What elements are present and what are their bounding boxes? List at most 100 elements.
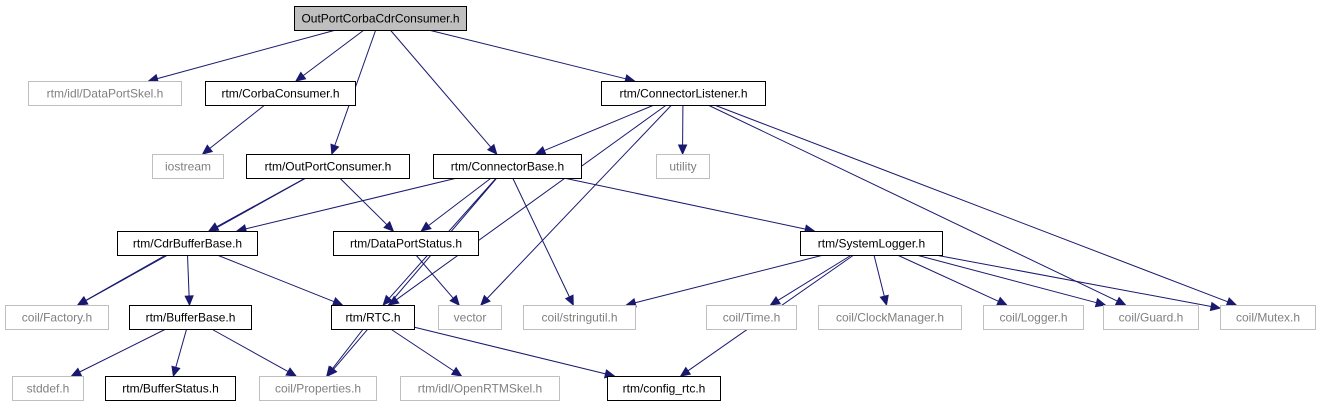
- node-mutex: coil/Mutex.h: [1220, 305, 1316, 330]
- edge-cdrbufferbase-to-factory: [76, 254, 167, 306]
- edge-arrowhead: [388, 295, 400, 306]
- node-dataportstatus[interactable]: rtm/DataPortStatus.h: [333, 231, 479, 256]
- edge-line: [544, 104, 655, 152]
- edge-line: [563, 177, 806, 230]
- node-vector: vector: [438, 305, 502, 330]
- edge-line: [331, 328, 364, 370]
- edge-connectorlistener-to-utility: [677, 104, 688, 156]
- node-label: rtm/idl/DataPortSkel.h: [47, 87, 164, 101]
- edge-connectorlistener-to-rtc: [388, 104, 667, 306]
- edge-arrowhead: [383, 220, 395, 232]
- edge-bufferbase-to-properties: [211, 328, 298, 377]
- node-label: iostream: [165, 160, 211, 174]
- edge-line: [245, 177, 458, 230]
- edge-arrowhead: [1094, 297, 1107, 308]
- edge-line: [389, 29, 492, 148]
- node-config_rtc[interactable]: rtm/config_rtc.h: [607, 376, 721, 401]
- edge-line: [390, 328, 455, 372]
- node-label: rtm/OutPortConsumer.h: [265, 160, 392, 174]
- edge-line: [85, 254, 167, 302]
- node-label: rtm/BufferStatus.h: [122, 382, 219, 396]
- node-cdrbufferbase[interactable]: rtm/CdrBufferBase.h: [117, 231, 258, 256]
- node-connectorbase[interactable]: rtm/ConnectorBase.h: [433, 154, 582, 179]
- edge-systemlogger-to-logger: [897, 254, 1008, 306]
- node-label: rtm/config_rtc.h: [623, 382, 706, 396]
- edge-connectorbase-to-stringutil: [512, 177, 574, 307]
- node-bufferstatus[interactable]: rtm/BufferStatus.h: [105, 376, 236, 401]
- edge-line: [897, 254, 999, 302]
- edge-arrowhead: [331, 296, 344, 306]
- node-rtc[interactable]: rtm/RTC.h: [331, 305, 415, 330]
- edge-arrowhead: [677, 144, 688, 156]
- edge-line: [415, 254, 454, 299]
- edge-systemlogger-to-stringutil: [625, 254, 824, 308]
- node-label: utility: [669, 160, 696, 174]
- node-label: coil/Time.h: [723, 311, 781, 325]
- node-label: rtm/ConnectorBase.h: [451, 160, 564, 174]
- node-connectorlistener[interactable]: rtm/ConnectorListener.h: [601, 81, 766, 106]
- edge-line: [211, 328, 289, 373]
- node-iostream: iostream: [152, 154, 224, 179]
- node-root[interactable]: OutPortCorbaCdrConsumer.h: [294, 6, 467, 31]
- node-label: coil/Guard.h: [1119, 311, 1184, 325]
- edge-outportconsumer-to-cdrbufferbase: [207, 177, 306, 232]
- node-box: [400, 376, 560, 401]
- edge-arrowhead: [295, 71, 307, 82]
- edge-line: [157, 29, 337, 80]
- edge-line: [428, 177, 492, 226]
- node-box: [294, 6, 467, 31]
- node-stringutil: coil/stringutil.h: [523, 305, 636, 330]
- edge-line: [714, 104, 1228, 303]
- edge-outportconsumer-to-dataportstatus: [339, 177, 395, 232]
- node-box: [818, 305, 962, 330]
- edge-line: [777, 254, 852, 301]
- edge-root-to-dataportskel: [147, 29, 337, 84]
- node-box: [1103, 305, 1199, 330]
- edge-rtc-to-openrtmskel: [390, 328, 463, 377]
- edge-systemlogger-to-clockmanager: [873, 254, 889, 307]
- edge-arrowhead: [76, 296, 89, 306]
- edge-line: [707, 104, 1118, 302]
- node-box: [129, 305, 252, 330]
- node-label: coil/stringutil.h: [541, 311, 617, 325]
- edge-root-to-connectorlistener: [428, 29, 636, 84]
- edge-arrowhead: [564, 294, 574, 307]
- node-box: [28, 81, 182, 106]
- edge-line: [339, 177, 388, 226]
- edge-rtc-to-properties: [326, 328, 364, 377]
- edge-arrowhead: [70, 367, 83, 377]
- edges-layer: [70, 29, 1238, 379]
- edge-arrowhead: [486, 143, 498, 155]
- edge-arrowhead: [330, 143, 340, 156]
- node-box: [438, 305, 502, 330]
- edge-arrowhead: [534, 146, 547, 155]
- edge-line: [873, 254, 885, 297]
- edge-arrowhead: [996, 296, 1008, 306]
- edge-rtc-to-config_rtc: [413, 326, 616, 379]
- edge-arrowhead: [382, 294, 394, 306]
- edge-connectorlistener-to-mutex: [714, 104, 1238, 307]
- node-label: rtm/RTC.h: [345, 311, 400, 325]
- node-guard: coil/Guard.h: [1103, 305, 1199, 330]
- node-box: [205, 81, 356, 106]
- node-clockmanager: coil/ClockManager.h: [818, 305, 962, 330]
- node-corbaconsumer[interactable]: rtm/CorbaConsumer.h: [205, 81, 356, 106]
- node-outportconsumer[interactable]: rtm/OutPortConsumer.h: [246, 154, 410, 179]
- node-bufferbase[interactable]: rtm/BufferBase.h: [129, 305, 252, 330]
- node-label: OutPortCorbaCdrConsumer.h: [301, 12, 459, 26]
- edge-root-to-connectorbase: [389, 29, 498, 155]
- edge-line: [175, 328, 188, 368]
- edge-systemlogger-to-time: [769, 254, 852, 306]
- edge-arrowhead: [285, 367, 298, 377]
- edge-arrowhead: [480, 294, 491, 306]
- node-systemlogger[interactable]: rtm/SystemLogger.h: [800, 231, 943, 256]
- edge-systemlogger-to-guard: [916, 254, 1107, 308]
- edge-line: [486, 104, 672, 299]
- edge-line: [216, 177, 306, 228]
- edge-connectorbase-to-systemlogger: [563, 177, 816, 234]
- edge-corbaconsumer-to-iostream: [201, 104, 266, 155]
- edge-line: [396, 104, 667, 301]
- node-dataportskel: rtm/idl/DataPortSkel.h: [28, 81, 182, 106]
- edge-arrowhead: [207, 222, 220, 232]
- edge-line: [935, 254, 1212, 307]
